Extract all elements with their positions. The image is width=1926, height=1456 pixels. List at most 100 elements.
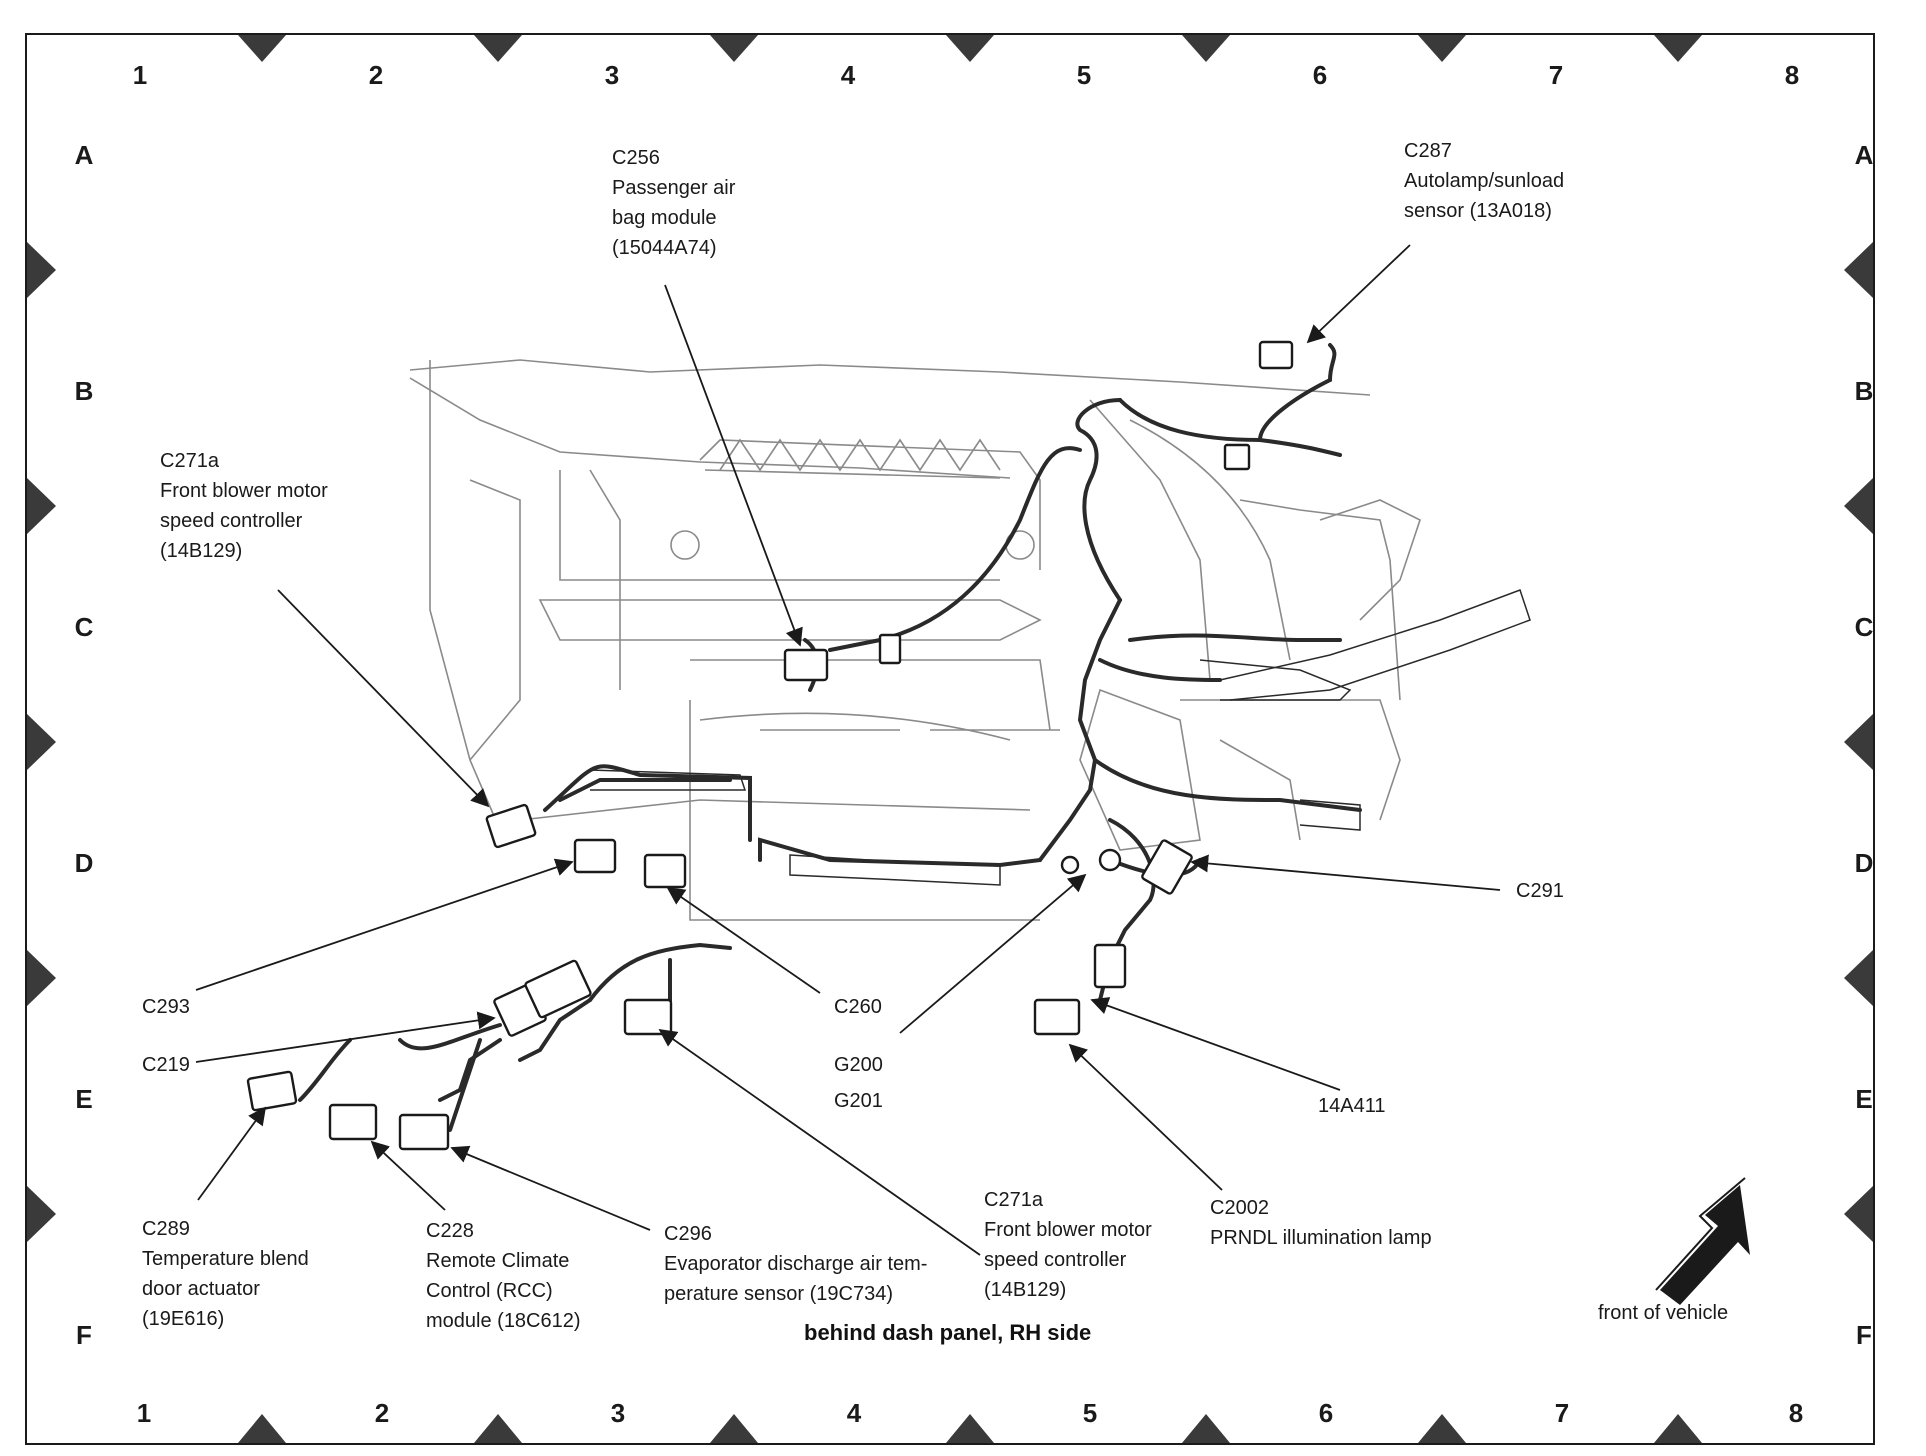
c293-connector [573,838,617,874]
leader-c271a-top [277,589,490,808]
grid-col-3-top: 3 [604,60,620,90]
c228-connector [328,1103,378,1141]
leader-c260 [666,886,821,994]
grid-col-1-bottom: 1 [136,1398,152,1428]
callout-c287: C287 Autolamp/sunload sensor (13A018) [1404,136,1564,226]
grid-marker-top [1418,35,1466,62]
dash-structure [409,359,1421,921]
callout-line: C289 [142,1218,190,1240]
grid-col-1-top: 1 [132,60,148,90]
callout-line: C271a [160,450,219,472]
grid-row-e-left: E [75,1084,93,1114]
grid-marker-top [1182,35,1230,62]
grid-col-2-top: 2 [368,60,384,90]
grid-marker-top [474,35,522,62]
front-of-vehicle-arrow [1655,1177,1750,1305]
callout-line: C291 [1516,880,1564,902]
c2002-connector [1033,998,1081,1036]
grid-marker-left [27,1186,56,1242]
diagram-caption: behind dash panel, RH side [804,1320,1092,1345]
grid-marker-right [1844,1186,1873,1242]
callout-line: (14B129) [984,1279,1067,1301]
callout-line: Remote Climate [426,1250,570,1272]
grid-marker-bottom [710,1414,758,1443]
grid-row-d-right: D [1854,848,1874,878]
grid-marker-right [1844,714,1873,770]
callout-line: C228 [426,1220,474,1242]
grid-col-2-bottom: 2 [374,1398,390,1428]
callout-g201: G201 [834,1086,883,1116]
c256-connector [783,648,829,682]
c260-connector [643,853,687,889]
callout-line: (15044A74) [612,237,717,259]
callout-line: C260 [834,996,882,1018]
callout-line: door actuator [142,1278,260,1300]
grid-col-6-bottom: 6 [1318,1398,1334,1428]
c287-connector [1258,340,1294,370]
callout-line: Front blower motor [160,480,328,502]
harness-clip [878,633,902,665]
callout-line: C287 [1404,140,1452,162]
callout-c271a-bottom: C271a Front blower motor speed controlle… [984,1185,1152,1305]
c291-connector [1141,839,1193,895]
grid-row-c-left: C [74,612,94,642]
grid-marker-bottom [1654,1414,1702,1443]
callout-line: C256 [612,147,660,169]
diagram-frame [25,33,1875,1445]
wiring-harness [298,343,1362,1132]
callout-14a411: 14A411 [1318,1091,1385,1121]
callout-line: sensor (13A018) [1404,200,1552,222]
grid-marker-top [238,35,286,62]
grid-marker-left [27,950,56,1006]
leader-c2002 [1068,1043,1223,1191]
callout-line: Evaporator discharge air tem- [664,1253,928,1275]
grid-col-6-top: 6 [1312,60,1328,90]
callout-line: Temperature blend [142,1248,309,1270]
front-of-vehicle-label: front of vehicle [1598,1302,1729,1324]
callout-g200: G200 [834,1050,883,1080]
callout-line: Autolamp/sunload [1404,170,1565,192]
callout-line: C293 [142,996,190,1018]
harness-clip [1223,443,1251,471]
leader-c219 [195,1011,496,1063]
grid-row-f-left: F [76,1320,92,1350]
grid-marker-bottom [238,1414,286,1443]
grid-marker-left [27,714,56,770]
callout-line: speed controller [160,510,303,532]
grid-marker-bottom [946,1414,994,1443]
leader-c256 [664,284,803,647]
callout-line: module (18C612) [426,1310,581,1332]
14a411-connector [1093,943,1127,989]
grid-marker-left [27,242,56,298]
callout-line: perature sensor (19C734) [664,1283,894,1305]
c271a-connector [485,803,537,849]
callout-line: (14B129) [160,540,243,562]
connectors [246,340,1294,1151]
c296-connector [623,998,673,1036]
callout-line: bag module [612,207,717,229]
leader-lines [195,244,1501,1256]
grid-col-7-bottom: 7 [1554,1398,1570,1428]
c289-connector [246,1070,298,1112]
grid-marker-right [1844,242,1873,298]
grid-row-b-left: B [74,376,94,406]
callout-line: PRNDL illumination lamp [1210,1227,1432,1249]
grid-marker-right [1844,478,1873,534]
leader-c228 [370,1140,446,1211]
grid-col-3-bottom: 3 [610,1398,626,1428]
leader-c291 [1190,854,1501,891]
grid-marker-bottom [1182,1414,1230,1443]
grid-row-e-right: E [1855,1084,1873,1114]
grid-col-4-top: 4 [840,60,856,90]
callout-line: G201 [834,1090,883,1112]
callout-line: Passenger air [612,177,736,199]
g201-ground [1060,855,1080,875]
grid-row-c-right: C [1854,612,1874,642]
grid-col-5-bottom: 5 [1082,1398,1098,1428]
callout-line: G200 [834,1054,883,1076]
callout-line: Control (RCC) [426,1280,553,1302]
grid-col-4-bottom: 4 [846,1398,862,1428]
callout-line: C2002 [1210,1197,1269,1219]
